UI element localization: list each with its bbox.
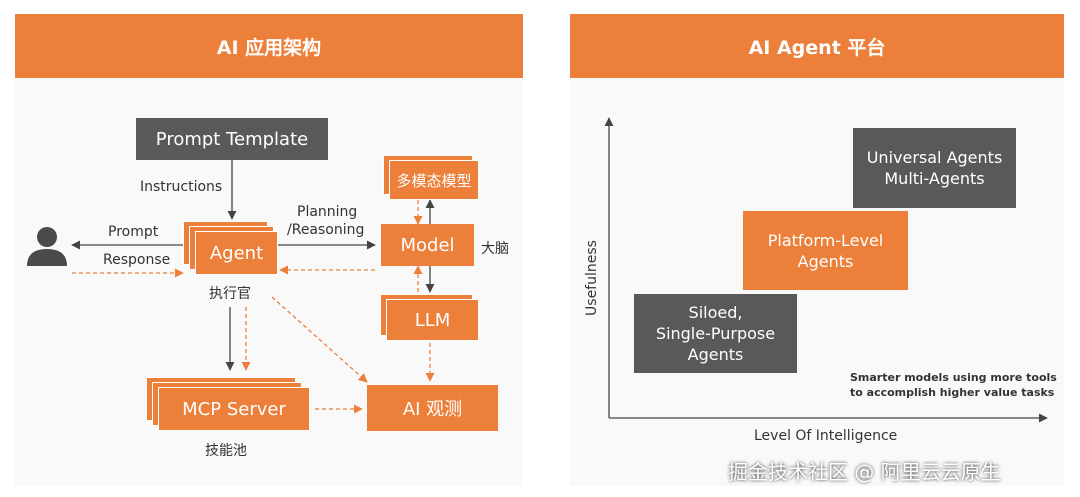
model-box: Model xyxy=(381,224,474,266)
user-icon xyxy=(27,227,67,266)
watermark-text: 掘金技术社区 @ 阿里云云原生 xyxy=(728,460,1001,484)
y-axis-label: Usefulness xyxy=(584,240,600,316)
x-axis-label: Level Of Intelligence xyxy=(754,428,898,444)
prompt-label: Prompt xyxy=(108,224,159,240)
platform-line-2: Agents xyxy=(797,251,854,271)
planning-label: Planning xyxy=(297,204,358,220)
mcp-server-box: MCP Server xyxy=(158,387,310,431)
note-line-1: Smarter models using more tools xyxy=(850,371,1057,384)
platform-agents-box: Platform-Level Agents xyxy=(743,211,908,290)
siloed-line-3: Agents xyxy=(687,345,744,364)
platform-line-1: Platform-Level xyxy=(767,230,884,250)
smarter-models-note: Smarter models using more tools to accom… xyxy=(850,370,1057,400)
siloed-agents-box: Siloed, Single-Purpose Agents xyxy=(634,294,797,373)
agent-role-label: 执行官 xyxy=(209,286,251,302)
universal-agents-box: Universal Agents Multi-Agents xyxy=(853,128,1016,208)
model-role-label: 大脑 xyxy=(481,241,509,257)
reasoning-label: /Reasoning xyxy=(287,222,365,238)
response-label: Response xyxy=(103,252,171,268)
siloed-line-2: Single-Purpose xyxy=(655,324,776,343)
ai-observe-box: AI 观测 xyxy=(367,385,498,431)
instructions-label: Instructions xyxy=(140,179,223,195)
agent-box: Agent xyxy=(195,231,278,275)
multimodal-model-box: 多模态模型 xyxy=(389,160,479,200)
universal-line-1: Universal Agents xyxy=(866,148,1003,167)
arrow-agent-to-observe xyxy=(271,296,368,383)
prompt-template-box: Prompt Template xyxy=(136,118,328,160)
llm-box: LLM xyxy=(386,299,479,341)
architecture-panel-title: AI 应用架构 xyxy=(15,14,523,78)
universal-line-2: Multi-Agents xyxy=(884,169,985,188)
agent-platform-panel-title: AI Agent 平台 xyxy=(570,14,1064,78)
note-line-2: to accomplish higher value tasks xyxy=(850,386,1055,399)
mcp-role-label: 技能池 xyxy=(205,443,247,459)
siloed-line-1: Siloed, xyxy=(688,303,743,322)
